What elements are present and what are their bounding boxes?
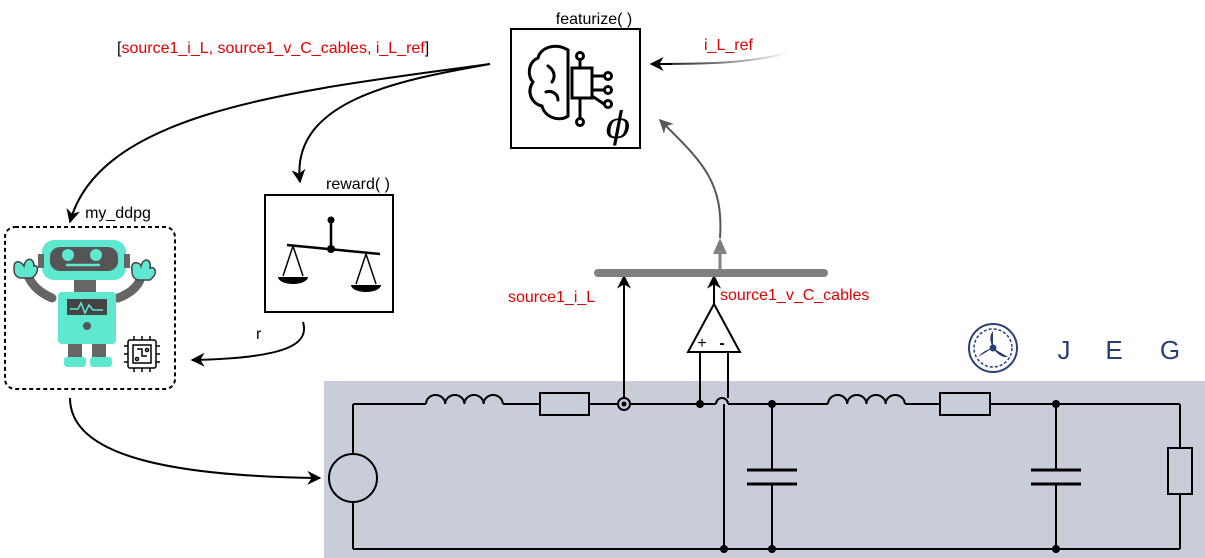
state-list-label: [source1_i_L, source1_v_C_cables, i_L_re… bbox=[117, 40, 429, 57]
jeg-logo: J E G bbox=[968, 323, 1180, 373]
bus-to-featurize-arrow bbox=[659, 119, 722, 239]
reward-signal-label: r bbox=[256, 326, 262, 343]
measurement-voltage-label: source1_v_C_cables bbox=[720, 287, 869, 304]
featurize-block bbox=[510, 28, 641, 149]
amp-plus-label: + bbox=[697, 335, 706, 352]
amp-minus-label: - bbox=[719, 335, 724, 352]
resistor-2 bbox=[939, 392, 991, 416]
reference-input-label: i_L_ref bbox=[704, 37, 753, 54]
agent-label: my_ddpg bbox=[85, 205, 151, 222]
reward-label: reward( ) bbox=[326, 176, 390, 193]
circuit-panel bbox=[324, 381, 1205, 558]
featurize-to-reward-arrow bbox=[291, 63, 491, 184]
jeg-logo-letter-e: E bbox=[1105, 335, 1122, 365]
resistor-1 bbox=[539, 392, 590, 416]
junction-dots bbox=[696, 400, 1060, 553]
bus-output-arrowhead bbox=[713, 238, 727, 254]
jeg-logo-letter-j: J bbox=[1058, 335, 1071, 365]
featurize-to-agent-arrow bbox=[66, 63, 491, 224]
inductor-1 bbox=[425, 394, 504, 405]
ac-voltage-source-icon bbox=[328, 453, 378, 503]
load-resistor bbox=[1167, 447, 1193, 495]
phi-symbol: ϕ bbox=[606, 106, 631, 147]
capacitor-1 bbox=[747, 468, 797, 486]
capacitor-2 bbox=[1031, 468, 1081, 486]
inductor-2 bbox=[827, 394, 906, 405]
voltage-measurement-amplifier: + - bbox=[686, 301, 742, 404]
chip-icon bbox=[124, 336, 160, 372]
agent-to-circuit-arrow bbox=[69, 397, 322, 485]
jeg-logo-letter-g: G bbox=[1160, 335, 1180, 365]
measurement-current-label: source1_i_L bbox=[508, 289, 595, 306]
featurize-label: featurize( ) bbox=[556, 11, 632, 28]
brain-circuit-icon bbox=[527, 44, 613, 127]
jeg-logo-emblem bbox=[968, 323, 1018, 373]
reward-to-agent-arrow bbox=[190, 321, 306, 367]
balance-scale-icon bbox=[278, 216, 381, 292]
robot-icon bbox=[13, 240, 156, 367]
